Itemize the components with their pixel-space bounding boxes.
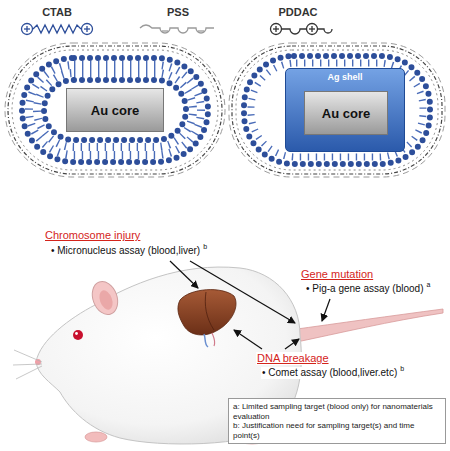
au-core: Au core	[304, 91, 388, 135]
ligand-name: CTAB	[41, 6, 73, 19]
ligand-name: PSS	[166, 6, 190, 19]
node-label: Au core	[322, 106, 370, 121]
pddac-particle	[229, 43, 445, 177]
footnote-mark: b	[399, 365, 405, 373]
endpoint-heading: Gene mutation	[300, 268, 374, 281]
au-core: Au core	[66, 88, 164, 132]
ctab-sketch	[22, 24, 93, 35]
pddac-sketch	[271, 24, 333, 35]
assay-item: • Pig-a gene assay (blood)	[305, 283, 424, 295]
ag-shell: Ag shell Au core	[285, 68, 405, 152]
endpoint-heading: Chromosome injury	[44, 229, 141, 242]
endpoint-heading: DNA breakage	[256, 352, 330, 365]
assay-item: • Micronucleus assay (blood,liver)	[50, 245, 201, 257]
pss-sketch	[140, 25, 214, 33]
footnote-text: a: Limited sampling target (blood only) …	[233, 402, 441, 421]
ctab-particle	[5, 43, 225, 177]
node-label: Au core	[91, 103, 139, 118]
assay-item: • Comet assay (blood,liver.etc)	[261, 367, 398, 379]
footnote-box: a: Limited sampling target (blood only) …	[228, 398, 446, 444]
node-label: Ag shell	[327, 72, 362, 82]
ligand-name: PDDAC	[277, 6, 318, 19]
footnote-mark: a	[425, 281, 431, 289]
footnote-text: b: Justification need for sampling targe…	[233, 421, 441, 440]
footnote-mark: b	[202, 243, 208, 251]
